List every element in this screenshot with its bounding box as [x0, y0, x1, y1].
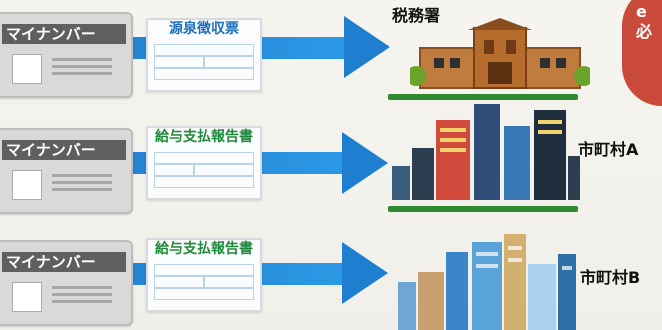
card-photo: [12, 170, 42, 200]
card-lines: [52, 58, 112, 79]
badge-line-1: e: [636, 2, 647, 21]
id-card-icon: マイナンバー: [0, 240, 133, 326]
ground: [388, 94, 578, 100]
id-card-icon: マイナンバー: [0, 128, 133, 214]
tax-office-building-icon: [410, 18, 590, 89]
card-lines: [52, 174, 112, 195]
flow-row-1: マイナンバー 源泉徴収票 税務署: [0, 0, 662, 110]
card-label: マイナンバー: [2, 252, 126, 272]
document-grid: [154, 152, 254, 188]
document-title: 給与支払報告書: [155, 129, 253, 145]
arrow-right-icon: [342, 242, 388, 304]
arrow-right-icon: [342, 132, 388, 194]
document-title: 給与支払報告書: [155, 241, 253, 257]
id-card-icon: マイナンバー: [0, 12, 133, 98]
recipient-label: 税務署: [392, 6, 441, 25]
card-photo: [12, 54, 42, 84]
card-photo: [12, 282, 42, 312]
flow-row-2: マイナンバー 給与支払報告書: [0, 104, 662, 220]
flow-row-3: マイナンバー 給与支払報告書: [0, 220, 662, 330]
ground: [388, 206, 578, 212]
arrow-right-icon: [344, 16, 390, 78]
document-title: 源泉徴収票: [169, 21, 239, 37]
badge-line-2: 必: [636, 22, 653, 41]
card-lines: [52, 286, 112, 307]
card-label: マイナンバー: [2, 24, 126, 44]
document-icon: 給与支払報告書: [146, 238, 262, 312]
document-icon: 源泉徴収票: [146, 18, 262, 92]
red-badge: [622, 0, 662, 106]
card-label: マイナンバー: [2, 140, 126, 160]
badge-text: e 必: [636, 2, 652, 42]
document-grid: [154, 264, 254, 300]
document-grid: [154, 44, 254, 80]
city-buildings-icon: [392, 104, 580, 200]
city-buildings-icon: [398, 234, 576, 330]
recipient-label: 市町村A: [578, 140, 639, 159]
recipient-label: 市町村B: [580, 268, 641, 287]
document-icon: 給与支払報告書: [146, 126, 262, 200]
